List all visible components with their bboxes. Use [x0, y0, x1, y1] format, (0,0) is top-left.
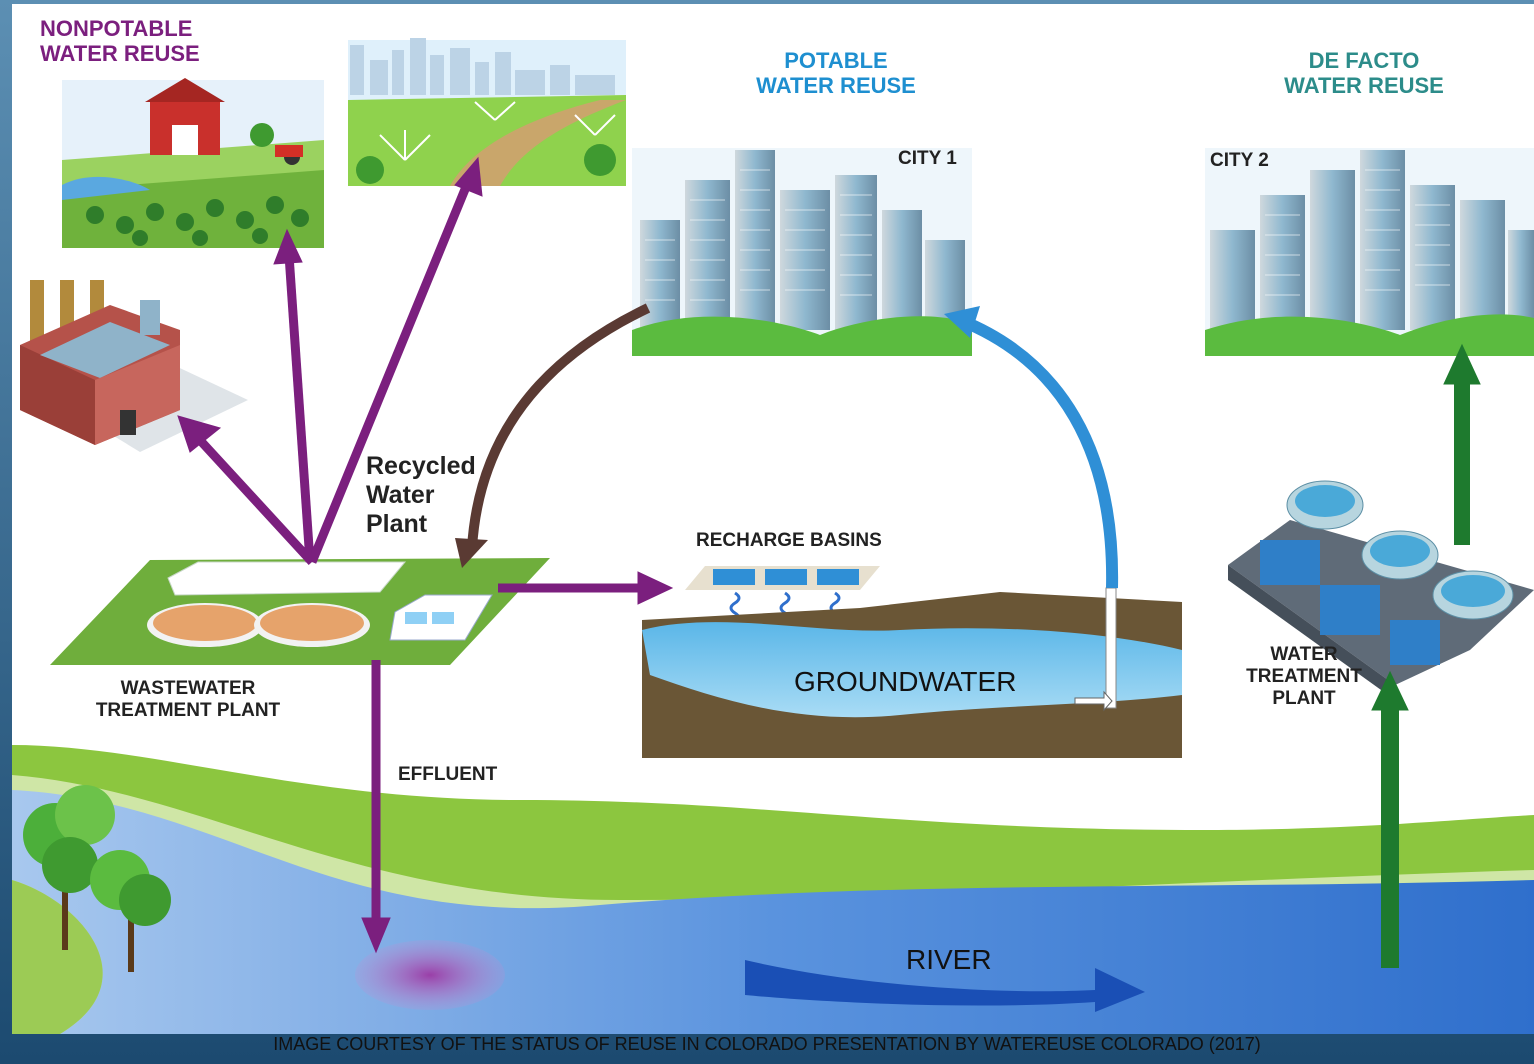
effluent-plume	[355, 940, 505, 1010]
recycled-label-line1: Recycled	[366, 452, 476, 480]
nonpotable-heading: NONPOTABLE WATER REUSE	[40, 16, 200, 67]
defacto-heading-line2: WATER REUSE	[1284, 73, 1444, 99]
recharge-basins-label: RECHARGE BASINS	[696, 530, 882, 551]
grass-bank	[12, 745, 1534, 900]
water-treatment-plant-label: WATER TREATMENT PLANT	[1238, 644, 1370, 710]
river-flow-arrow	[745, 960, 1145, 1012]
city-1-skyline	[632, 148, 972, 356]
park-scene	[348, 38, 626, 186]
wastewater-plant-label: WASTEWATER TREATMENT PLANT	[88, 678, 288, 722]
trees	[23, 785, 171, 972]
image-credit: IMAGE COURTESY OF THE STATUS OF REUSE IN…	[273, 1034, 1261, 1054]
potable-heading-line2: WATER REUSE	[756, 73, 916, 99]
groundwater-aquifer	[642, 587, 1182, 758]
water-treatment-label-line3: PLANT	[1272, 687, 1336, 709]
water-treatment-plant	[1228, 480, 1534, 700]
city-1-label: CITY 1	[898, 148, 957, 169]
recharge-basins	[685, 566, 880, 625]
wastewater-label-line1: WASTEWATER	[120, 678, 256, 699]
defacto-arrows	[1371, 343, 1481, 968]
city-2-label: CITY 2	[1210, 150, 1269, 171]
potable-heading-line1: POTABLE	[784, 48, 888, 73]
nonpotable-heading-line1: NONPOTABLE	[40, 16, 193, 41]
farm-scene	[62, 78, 324, 248]
river-label: RIVER	[906, 944, 992, 975]
recycled-water-plant-label: Recycled Water Plant	[366, 452, 476, 538]
groundwater-pipe-arrow	[944, 306, 1119, 589]
city-1-return-arrow	[455, 303, 651, 568]
potable-heading: POTABLE WATER REUSE	[756, 48, 916, 99]
recycled-label-line2: Water	[366, 480, 435, 509]
city-2-skyline	[1205, 148, 1534, 356]
wastewater-treatment-plant	[50, 558, 550, 665]
groundwater-label: GROUNDWATER	[794, 666, 1017, 697]
recycled-label-line3: Plant	[366, 509, 428, 538]
water-treatment-label-line1: WATER	[1270, 644, 1338, 665]
defacto-heading-line1: DE FACTO	[1308, 48, 1420, 73]
nonpotable-arrows	[177, 156, 674, 954]
nonpotable-heading-line2: WATER REUSE	[40, 41, 200, 67]
water-treatment-label-line2: TREATMENT	[1246, 665, 1362, 687]
defacto-heading: DE FACTO WATER REUSE	[1284, 48, 1444, 99]
effluent-label: EFFLUENT	[398, 764, 498, 785]
wastewater-label-line2: TREATMENT PLANT	[95, 699, 281, 721]
